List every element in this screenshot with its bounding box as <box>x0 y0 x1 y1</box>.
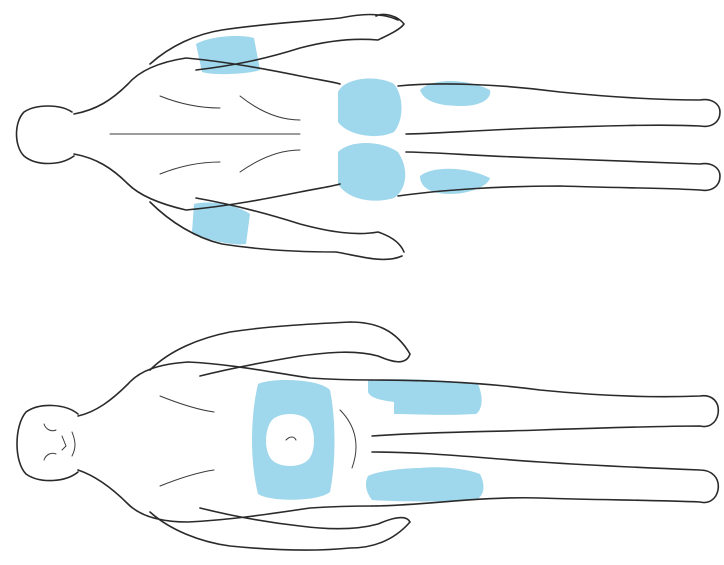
zone-front-thigh-upper <box>368 379 482 415</box>
front-face-features <box>44 424 75 460</box>
zone-abdomen-ring <box>252 380 335 500</box>
front-head-outline <box>17 405 78 480</box>
zone-buttock-left <box>338 143 405 201</box>
back-arm-left-outline <box>150 198 404 259</box>
front-arm-right-outline <box>150 322 410 376</box>
front-view-figure <box>17 322 718 550</box>
zone-front-thigh-lower <box>366 467 484 501</box>
back-spine-line <box>110 96 300 174</box>
zone-buttock-right <box>338 78 402 136</box>
back-arm-right-outline <box>150 14 404 70</box>
front-arm-left-outline <box>150 508 410 550</box>
back-view-figure <box>17 14 721 259</box>
back-head-outline <box>17 106 75 164</box>
